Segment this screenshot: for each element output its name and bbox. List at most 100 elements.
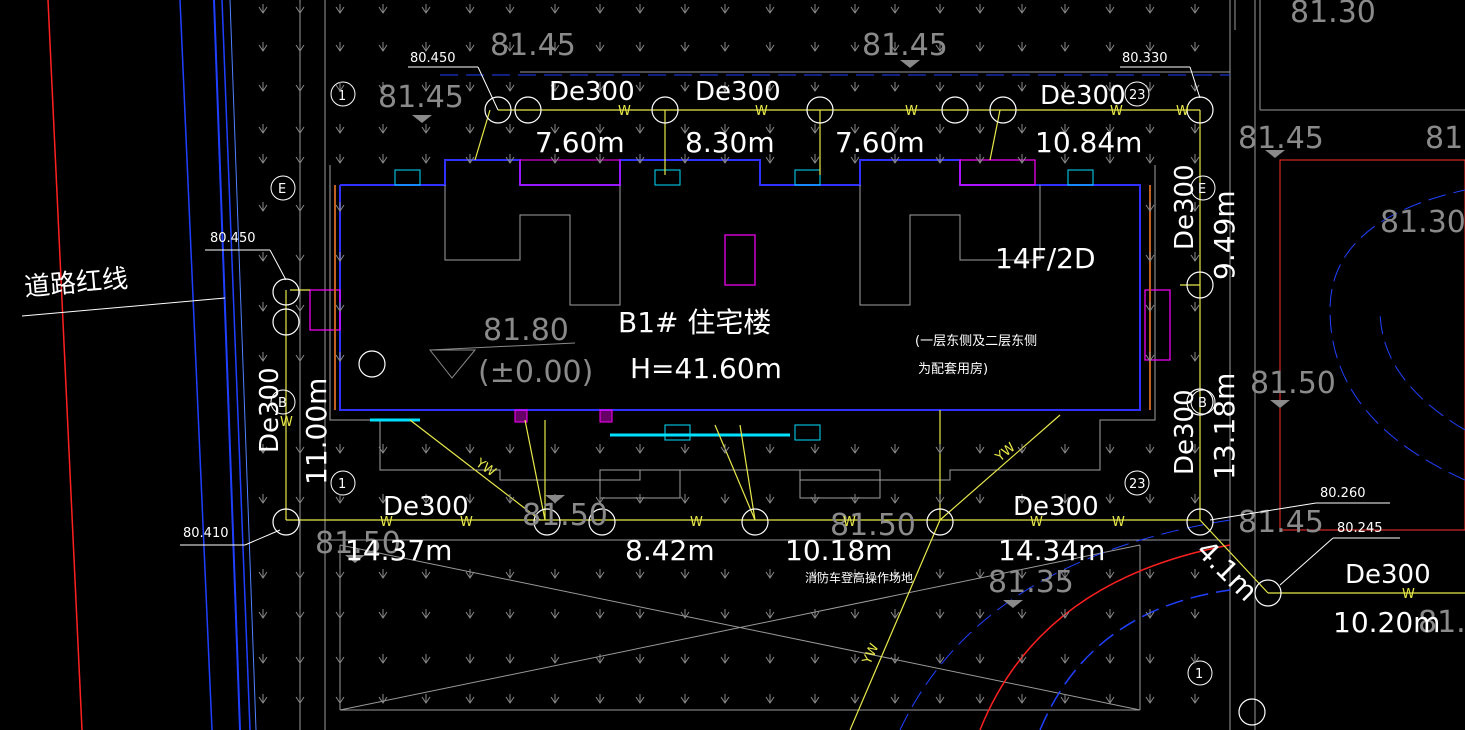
arrow-down-icon [680,154,690,164]
building-name: B1# 住宅楼 [618,306,771,339]
arrow-down-icon [720,124,730,134]
arrow-down-icon [505,4,515,14]
arrow-down-icon [890,82,900,92]
arrow-down-icon [505,494,515,504]
arrow-down-icon [975,82,985,92]
arrow-down-icon [378,154,388,164]
arrow-down-icon [1190,654,1200,664]
arrow-down-icon [335,609,345,619]
arrow-down-icon [720,42,730,52]
arrow-down-icon [335,352,345,362]
pipe-length-label: 10.20m [1333,606,1440,639]
arrow-down-icon [635,444,645,454]
arrow-down-icon [1060,154,1070,164]
grid-bubble-icon [270,175,296,201]
elevation-triangle-icon [1270,400,1290,408]
arrow-down-icon [975,154,985,164]
arrow-down-icon [680,494,690,504]
arrow-down-icon [465,609,475,619]
arrow-down-icon [295,154,305,164]
arrow-down-icon [335,154,345,164]
arrow-down-icon [465,124,475,134]
arrow-down-icon [890,694,900,704]
arrow-down-icon [1105,42,1115,52]
arrow-down-icon [850,494,860,504]
arrow-down-icon [765,42,775,52]
manhole-icon [533,508,561,536]
arrow-down-icon [680,42,690,52]
arrow-down-icon [505,42,515,52]
building-note-1: (一层东侧及二层东侧 [915,334,1037,349]
arrow-down-icon [935,154,945,164]
water-mark: W [1176,104,1189,119]
arrow-down-icon [975,4,985,14]
arrow-down-icon [935,124,945,134]
arrow-down-icon [975,609,985,619]
arrow-down-icon [1190,569,1200,579]
arrow-down-icon [1105,82,1115,92]
arrow-down-icon [421,444,431,454]
pipe-size-label: De300 [1170,389,1200,475]
pipe-length-label: 9.49m [1208,190,1241,280]
arrow-down-icon [550,124,560,134]
water-mark: W [1110,104,1123,119]
arrow-down-icon [1145,694,1155,704]
arrow-down-icon [935,444,945,454]
arrow-down-icon [1060,609,1070,619]
arrow-down-icon [850,654,860,664]
arrow-down-icon [1190,494,1200,504]
arrow-down-icon [505,82,515,92]
pipe-size-label: De300 [1345,560,1431,590]
spot-level: 80.330 [1122,51,1168,66]
arrow-down-icon [850,609,860,619]
water-mark: W [618,104,631,119]
arrow-down-icon [1105,569,1115,579]
elevation-label: 81.45 [1238,505,1324,540]
arrow-down-icon [378,4,388,14]
manhole-icon [1186,508,1214,536]
pipe-length-label: 8.30m [685,126,775,159]
arrow-down-icon [295,302,305,312]
manhole-icon [1238,698,1266,726]
arrow-down-icon [1145,202,1155,212]
elevation-label: 81.45 [490,28,576,63]
spot-level: 80.450 [210,231,256,246]
elevation-triangle-icon [1265,150,1285,158]
arrow-down-icon [295,202,305,212]
arrow-down-icon [935,494,945,504]
arrow-down-icon [635,569,645,579]
arrow-down-icon [378,82,388,92]
arrow-down-icon [465,82,475,92]
arrow-down-icon [765,444,775,454]
arrow-down-icon [1190,124,1200,134]
arrow-down-icon [1105,4,1115,14]
arrow-down-icon [635,654,645,664]
spot-level: 80.245 [1337,521,1383,536]
arrow-down-icon [1190,202,1200,212]
arrow-down-icon [378,609,388,619]
arrow-down-icon [421,154,431,164]
elevation-triangle-icon [1003,600,1023,608]
pipe-size-label: De300 [1170,164,1200,250]
pipe-length-label: 7.60m [535,126,625,159]
arrow-down-icon [635,154,645,164]
arrow-down-icon [421,654,431,664]
arrow-down-icon [1060,569,1070,579]
arrow-down-icon [550,42,560,52]
arrow-down-icon [505,609,515,619]
arrow-down-icon [421,609,431,619]
building-height: H=41.60m [630,352,782,385]
arrow-down-icon [935,654,945,664]
elevation-label: 81.30 [1380,205,1465,240]
elevation-label: 81.50 [1418,605,1465,640]
elevation-leader [429,342,576,351]
arrow-down-icon [1145,352,1155,362]
arrow-down-icon [550,569,560,579]
grid-bubble-icon [270,389,296,415]
arrow-down-icon [258,202,268,212]
water-mark: W [460,515,473,530]
arrow-down-icon [635,4,645,14]
arrow-down-icon [1060,4,1070,14]
arrow-down-icon [850,569,860,579]
arrow-down-icon [1145,42,1155,52]
